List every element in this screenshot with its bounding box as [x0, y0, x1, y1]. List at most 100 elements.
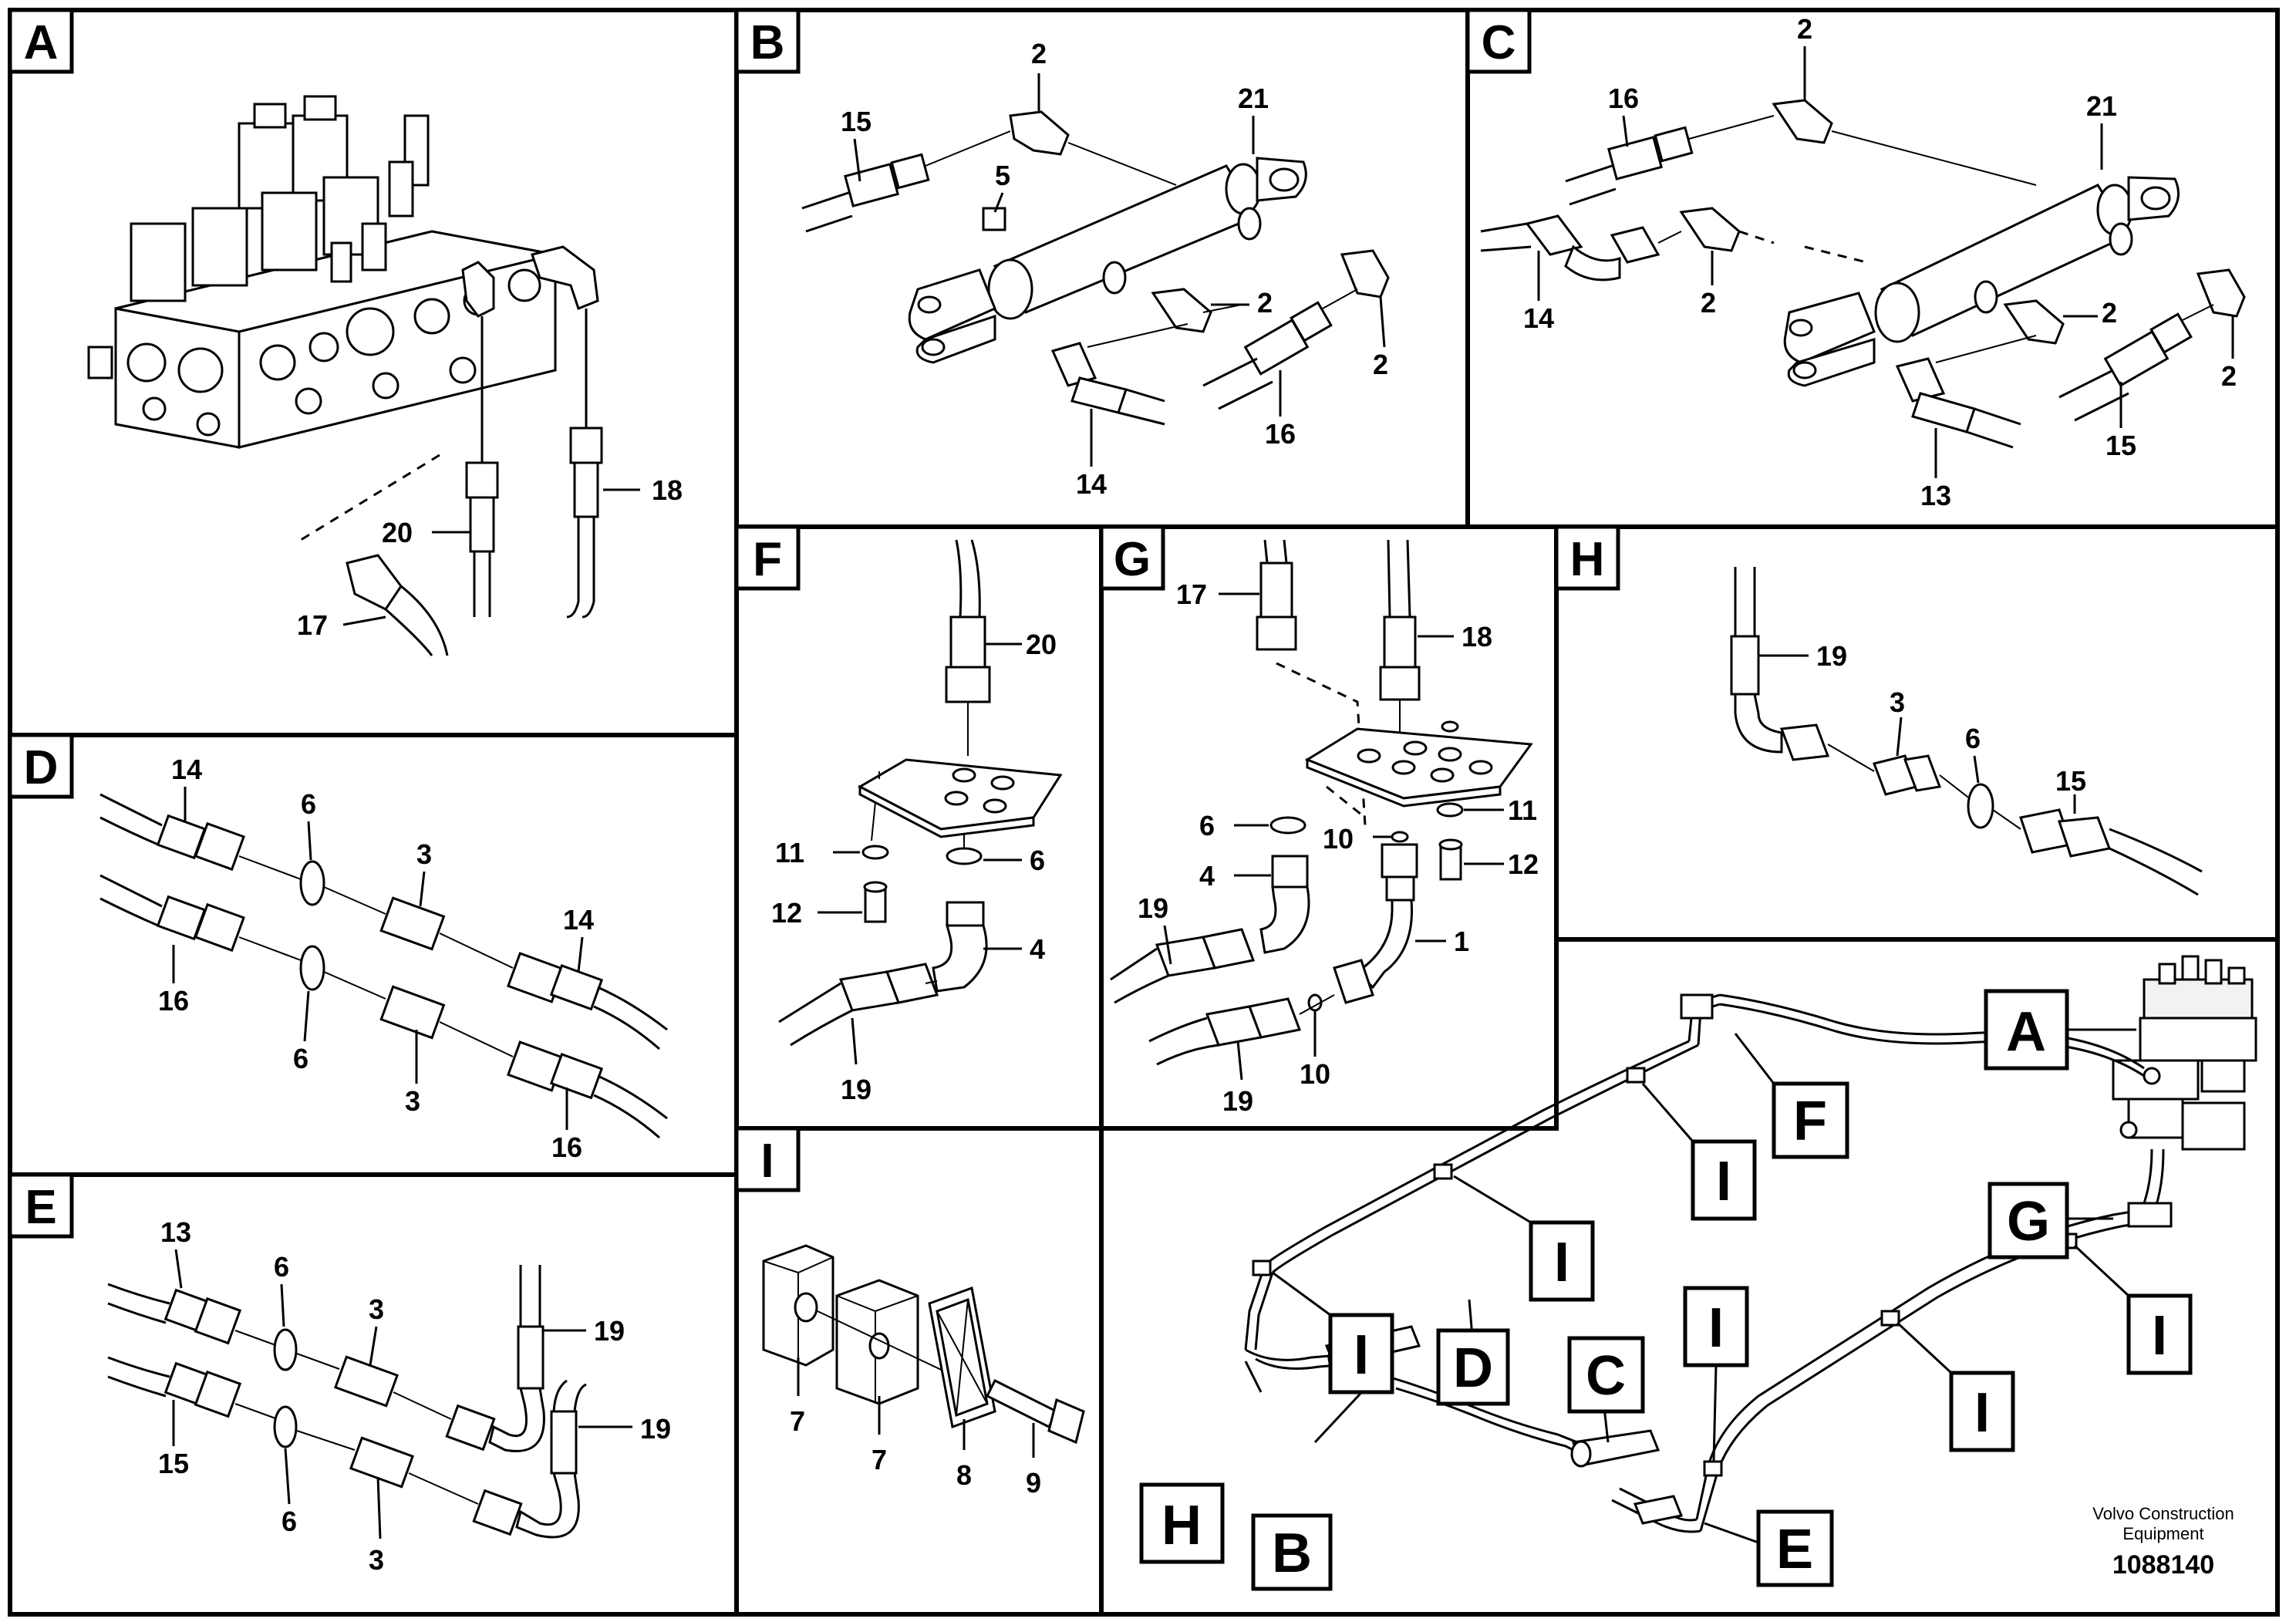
hoses-c: [1480, 115, 2214, 449]
callout-c-14: 14: [1523, 302, 1554, 334]
clamp-cover-plate: [928, 1286, 996, 1429]
callout-g-19-top: 19: [1138, 892, 1168, 924]
overview-label-f: F: [1793, 1091, 1827, 1152]
callout-c-15: 15: [2106, 430, 2136, 461]
panel-c-drawing: 2 16 21 14 2 2 2 15 13: [1480, 13, 2246, 511]
callout-i-7-left: 7: [790, 1405, 805, 1437]
cylinder-c: [1783, 176, 2180, 387]
callout-h-15: 15: [2055, 765, 2086, 797]
callout-b-14: 14: [1076, 468, 1107, 500]
callout-i-7-right: 7: [872, 1444, 887, 1475]
panel-h-callouts: 19 3 6 15: [1758, 640, 2086, 814]
panel-c-callouts: 2 16 21 14 2 2 2 15 13: [1523, 13, 2237, 511]
callout-18: 18: [652, 474, 683, 506]
overview-label-i-4: I: [1708, 1297, 1724, 1359]
panel-e-letter: E: [25, 1181, 56, 1234]
callout-g-17: 17: [1176, 578, 1207, 610]
overview-label-boxes: A F I I I I G I I D C H B E: [1139, 989, 2193, 1591]
callout-d-16-left: 16: [158, 985, 189, 1017]
mounting-plate-g: [1304, 720, 1533, 808]
callout-f-19: 19: [841, 1074, 872, 1105]
callout-i-8: 8: [956, 1459, 972, 1491]
footer-company-line2: Equipment: [2122, 1524, 2203, 1543]
panel-g-drawing: 17 18 6 10 11 4 12 19 1 10 19: [1110, 539, 1539, 1117]
callout-b-5: 5: [995, 160, 1010, 191]
panel-g-callouts: 17 18 6 10 11 4 12 19 1 10 19: [1138, 578, 1539, 1117]
callout-e-15: 15: [158, 1448, 189, 1479]
mounting-plate-f: [857, 758, 1063, 838]
panel-g-letter: G: [1114, 533, 1151, 586]
panel-h-frame: [1554, 524, 2280, 942]
callout-c-13: 13: [1920, 480, 1951, 511]
hose-row-bottom-e: [107, 1356, 587, 1539]
callout-g-11: 11: [1508, 794, 1537, 826]
callout-g-12: 12: [1508, 848, 1539, 880]
callout-20: 20: [382, 517, 413, 548]
callout-c-16: 16: [1608, 83, 1639, 114]
callout-d-14-left: 14: [171, 754, 202, 785]
callout-c-2-right: 2: [2221, 360, 2237, 392]
callout-b-2-mid: 2: [1257, 287, 1273, 319]
overview-hoses: [1244, 993, 2173, 1533]
callout-i-9: 9: [1026, 1467, 1041, 1499]
overview-label-g: G: [2007, 1191, 2050, 1253]
callout-g-1: 1: [1454, 926, 1469, 957]
panel-i-letter: I: [760, 1135, 774, 1188]
hose-row-top-e: [107, 1265, 545, 1452]
callout-g-19-bottom: 19: [1222, 1085, 1253, 1117]
panel-letter-tabs: A B C D E F G H I: [8, 8, 1620, 1239]
panel-f-frame: [734, 524, 1104, 1131]
callout-g-6: 6: [1199, 810, 1215, 841]
callout-e-19-top: 19: [594, 1315, 625, 1347]
overview-label-d: D: [1453, 1337, 1493, 1399]
callout-b-2-right: 2: [1373, 349, 1388, 380]
hose-row-top-d: [99, 793, 668, 1050]
panel-b-callouts: 2 21 15 5 2 2 16 14: [841, 38, 1388, 500]
callout-b-2-top: 2: [1031, 38, 1047, 69]
callout-c-2-top: 2: [1797, 13, 1812, 45]
panel-d-frame: [8, 733, 739, 1177]
cylinder-b: [908, 157, 1307, 364]
fittings-c: [1679, 99, 2246, 345]
panel-f-callouts: 20 11 6 12 4 19: [771, 629, 1057, 1105]
callout-g-4: 4: [1199, 860, 1215, 892]
callout-f-20: 20: [1026, 629, 1057, 660]
callout-d-16-right: 16: [551, 1131, 582, 1163]
overview-clamps: [1252, 993, 2078, 1477]
callout-e-6-top: 6: [274, 1251, 289, 1283]
hoses-b: [801, 130, 1358, 426]
callout-g-18: 18: [1462, 621, 1492, 653]
overview-label-i-1: I: [1716, 1151, 1731, 1212]
overview-label-e: E: [1776, 1519, 1813, 1580]
callout-d-3-bottom: 3: [405, 1085, 420, 1117]
drawing-number: 1088140: [2112, 1550, 2214, 1580]
fitting-elbows: [461, 245, 599, 318]
panel-b-letter: B: [750, 16, 785, 69]
callout-g-10-bottom: 10: [1300, 1058, 1330, 1090]
callout-f-11: 11: [775, 837, 804, 868]
clamp-half-b: [835, 1279, 919, 1405]
callout-c-2-left: 2: [1701, 287, 1716, 319]
callout-f-4: 4: [1030, 933, 1045, 965]
callout-b-16: 16: [1265, 418, 1296, 450]
overview-valve-assembly: [2112, 955, 2257, 1151]
solenoid-valves: [87, 95, 430, 379]
panel-a-drawing: 18 20 17: [87, 95, 683, 656]
panel-d-drawing: 14 6 3 14 16 6 3 16: [99, 754, 668, 1163]
panel-e-drawing: 13 6 3 19 15 6 3 19: [107, 1216, 671, 1576]
callout-e-13: 13: [160, 1216, 191, 1248]
panel-h-letter: H: [1570, 533, 1605, 586]
callout-d-3-top: 3: [416, 838, 432, 870]
callout-e-3-bottom: 3: [369, 1544, 384, 1576]
panel-d-letter: D: [24, 741, 59, 794]
clamp-half-a: [762, 1244, 834, 1367]
callout-d-6-top: 6: [301, 788, 316, 820]
overview-label-b: B: [1272, 1523, 1312, 1584]
panel-b-drawing: 2 21 15 5 2 2 16 14: [801, 38, 1390, 500]
callout-h-3: 3: [1890, 686, 1905, 718]
callout-c-2-mid: 2: [2102, 297, 2117, 329]
panel-a-callouts: 18 20 17: [297, 474, 683, 641]
overview-drawing: A F I I I I G I I D C H B E: [1139, 955, 2257, 1591]
callout-17: 17: [297, 609, 328, 641]
panel-f-letter: F: [753, 533, 782, 586]
